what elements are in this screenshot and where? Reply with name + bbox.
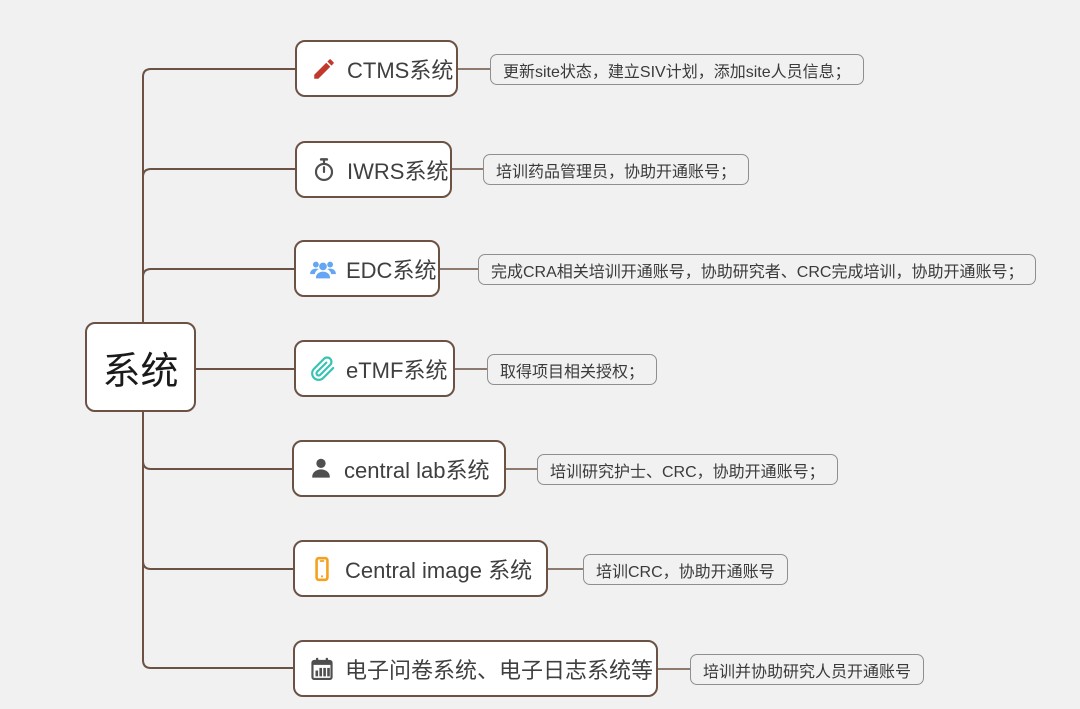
node-label: eTMF系统 [346, 357, 448, 383]
detail-text: 培训药品管理员，协助开通账号； [496, 163, 737, 181]
detail-text: 培训CRC，协助开通账号 [596, 563, 775, 581]
node-edc[interactable]: EDC系统 [294, 240, 440, 297]
users-icon [309, 255, 337, 283]
node-label: EDC系统 [346, 257, 437, 283]
stopwatch-icon [310, 156, 338, 184]
node-label: IWRS系统 [347, 158, 449, 184]
node-iwrs[interactable]: IWRS系统 [295, 141, 452, 198]
root-node-system[interactable]: 系统 [85, 322, 196, 412]
node-central-image[interactable]: Central image 系统 [293, 540, 548, 597]
node-eqs-ediary[interactable]: 电子问卷系统、电子日志系统等 [293, 640, 658, 697]
detail-eqs-ediary[interactable]: 培训并协助研究人员开通账号 [690, 654, 925, 685]
node-label: 电子问卷系统、电子日志系统等 [345, 657, 654, 683]
detail-text: 更新site状态，建立SIV计划，添加site人员信息； [503, 63, 851, 81]
person-icon [307, 455, 335, 483]
detail-etmf[interactable]: 取得项目相关授权； [487, 354, 658, 385]
detail-text: 培训并协助研究人员开通账号 [703, 663, 912, 681]
detail-text: 完成CRA相关培训开通账号，协助研究者、CRC完成培训，协助开通账号； [491, 263, 1024, 281]
detail-iwrs[interactable]: 培训药品管理员，协助开通账号； [483, 154, 750, 185]
detail-central-image[interactable]: 培训CRC，协助开通账号 [583, 554, 788, 585]
node-etmf[interactable]: eTMF系统 [294, 340, 455, 397]
node-label: central lab系统 [344, 457, 490, 483]
root-node-label: 系统 [102, 350, 179, 393]
detail-ctms[interactable]: 更新site状态，建立SIV计划，添加site人员信息； [490, 54, 864, 85]
detail-central-lab[interactable]: 培训研究护士、CRC，协助开通账号； [537, 454, 838, 485]
node-label: Central image 系统 [345, 557, 533, 583]
node-label: CTMS系统 [347, 57, 454, 83]
detail-text: 培训研究护士、CRC，协助开通账号； [550, 463, 825, 481]
node-ctms[interactable]: CTMS系统 [295, 40, 458, 97]
node-central-lab[interactable]: central lab系统 [292, 440, 506, 497]
detail-text: 取得项目相关授权； [500, 363, 645, 381]
detail-edc[interactable]: 完成CRA相关培训开通账号，协助研究者、CRC完成培训，协助开通账号； [478, 254, 1037, 285]
calendar-icon [308, 655, 336, 683]
paperclip-icon [309, 355, 337, 383]
pencil-icon [310, 55, 338, 83]
smartphone-icon [308, 555, 336, 583]
